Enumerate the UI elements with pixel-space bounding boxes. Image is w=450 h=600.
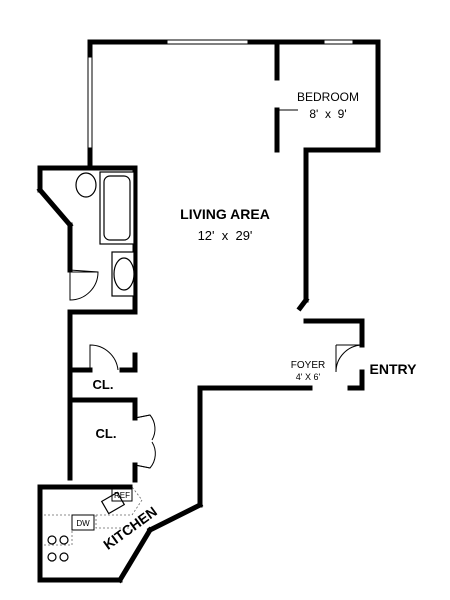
- kitchen-fixtures: [44, 486, 143, 562]
- doors: [69, 109, 363, 469]
- closet-large-label: CL.: [96, 426, 117, 441]
- burner: [47, 552, 57, 562]
- foyer-label: FOYER: [291, 360, 325, 371]
- burner: [47, 535, 57, 545]
- walls: [36, 39, 381, 584]
- entry-label: ENTRY: [370, 361, 418, 377]
- dishwasher-box: [71, 514, 95, 531]
- refrigerator-box: [111, 486, 133, 502]
- refrigerator-label: REF: [114, 491, 130, 500]
- dishwasher-label: DW: [76, 519, 90, 528]
- burner: [59, 535, 69, 545]
- foyer-dimensions: 4' X 6': [296, 372, 321, 382]
- bedroom-dimensions: 8' x 9': [309, 107, 346, 121]
- windows: [42, 39, 355, 171]
- burner: [59, 552, 69, 562]
- living-area-dimensions: 12' x 29': [198, 228, 253, 243]
- closet-small-label: CL.: [93, 377, 114, 392]
- sink: [75, 172, 97, 198]
- living-area-label: LIVING AREA: [180, 206, 270, 222]
- bedroom-label: BEDROOM: [297, 90, 359, 104]
- room-labels: BEDROOM 8' x 9' LIVING AREA 12' x 29' FO…: [76, 90, 417, 553]
- bathroom-fixtures: [75, 171, 135, 297]
- kitchen-sink: [100, 491, 126, 515]
